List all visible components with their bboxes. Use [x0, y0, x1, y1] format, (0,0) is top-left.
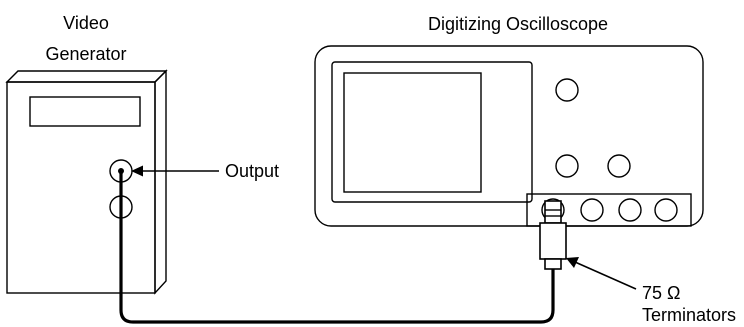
oscilloscope-knob-middle-left[interactable] — [555, 154, 579, 178]
terminator-bnc-shell — [544, 200, 562, 224]
oscilloscope-input-ch3[interactable] — [618, 198, 642, 222]
video-generator-front-face — [6, 81, 156, 294]
video-generator-display — [29, 96, 141, 127]
terminator-body — [539, 222, 567, 260]
video-generator-label-line1: Video — [63, 13, 109, 33]
video-cable — [119, 171, 555, 324]
oscilloscope-screen — [343, 72, 482, 193]
video-generator-top-face — [5, 70, 168, 83]
cable-connection-dot — [118, 168, 124, 174]
terminator-label-line2: Terminators — [642, 305, 736, 325]
oscilloscope-input-panel — [526, 193, 692, 227]
oscilloscope-knob-middle-right[interactable] — [607, 154, 631, 178]
terminator — [539, 200, 567, 270]
digitizing-oscilloscope — [314, 45, 704, 227]
terminator-arrow — [566, 257, 637, 290]
oscilloscope-body — [314, 45, 704, 227]
oscilloscope-input-ch4[interactable] — [654, 198, 678, 222]
video-generator-side-face — [154, 69, 167, 295]
video-generator-label-line2: Generator — [45, 44, 126, 64]
oscilloscope-screen-bezel — [331, 61, 533, 203]
terminator-label-line1: 75 Ω — [642, 283, 680, 303]
output-label: Output — [225, 161, 279, 181]
oscilloscope-input-ch2[interactable] — [580, 198, 604, 222]
output-arrow — [131, 165, 219, 177]
oscilloscope-label: Digitizing Oscilloscope — [428, 14, 608, 34]
terminator-tip — [544, 258, 562, 270]
video-generator: Video Generator — [5, 13, 168, 295]
oscilloscope-knob-top[interactable] — [555, 78, 579, 102]
